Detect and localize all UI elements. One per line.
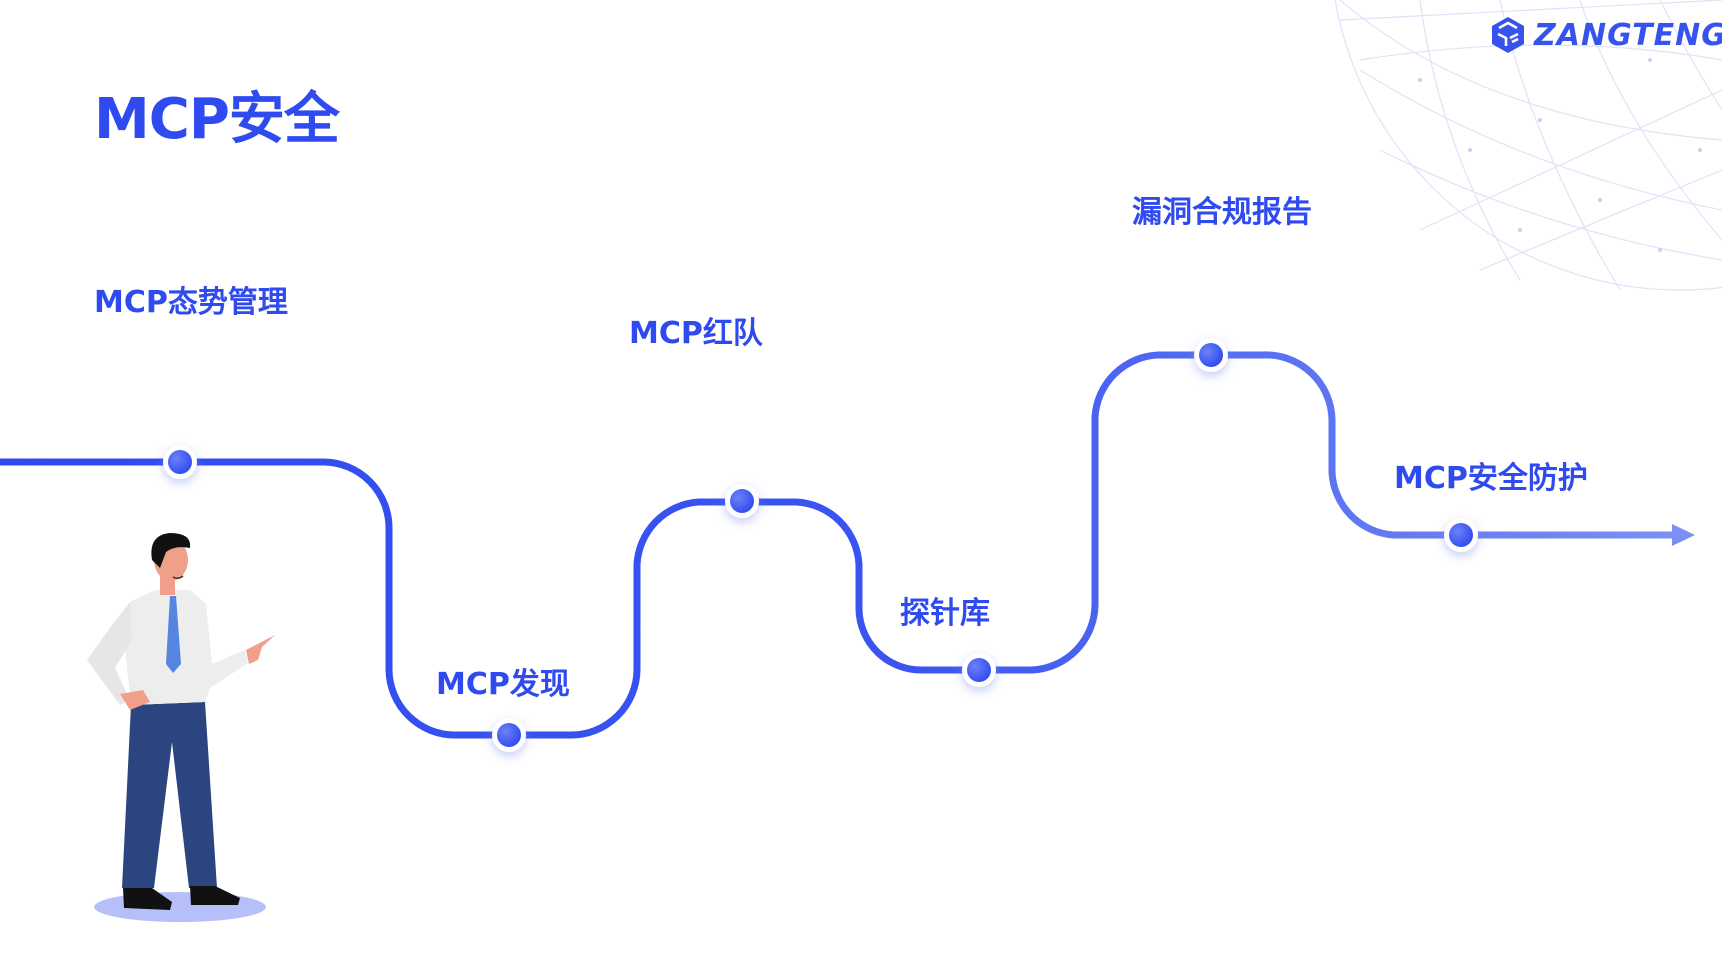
step-label-discovery: MCP发现 (436, 667, 570, 702)
page-title: MCP安全 (94, 87, 340, 152)
cube-logo-icon (1492, 17, 1524, 53)
arrow-head-icon (1672, 524, 1695, 546)
step-label-vulnerability-report: 漏洞合规报告 (1132, 195, 1312, 230)
logo-text: ZANGTENG (1534, 17, 1722, 53)
zangteng-logo: ZANGTENG (1490, 16, 1722, 54)
milestone-dots (163, 338, 1478, 752)
step-label-posture-management: MCP态势管理 (94, 285, 288, 320)
step-label-probe-library: 探针库 (900, 596, 990, 631)
step-label-security-protection: MCP安全防护 (1394, 461, 1588, 496)
step-label-red-team: MCP红队 (629, 316, 763, 351)
